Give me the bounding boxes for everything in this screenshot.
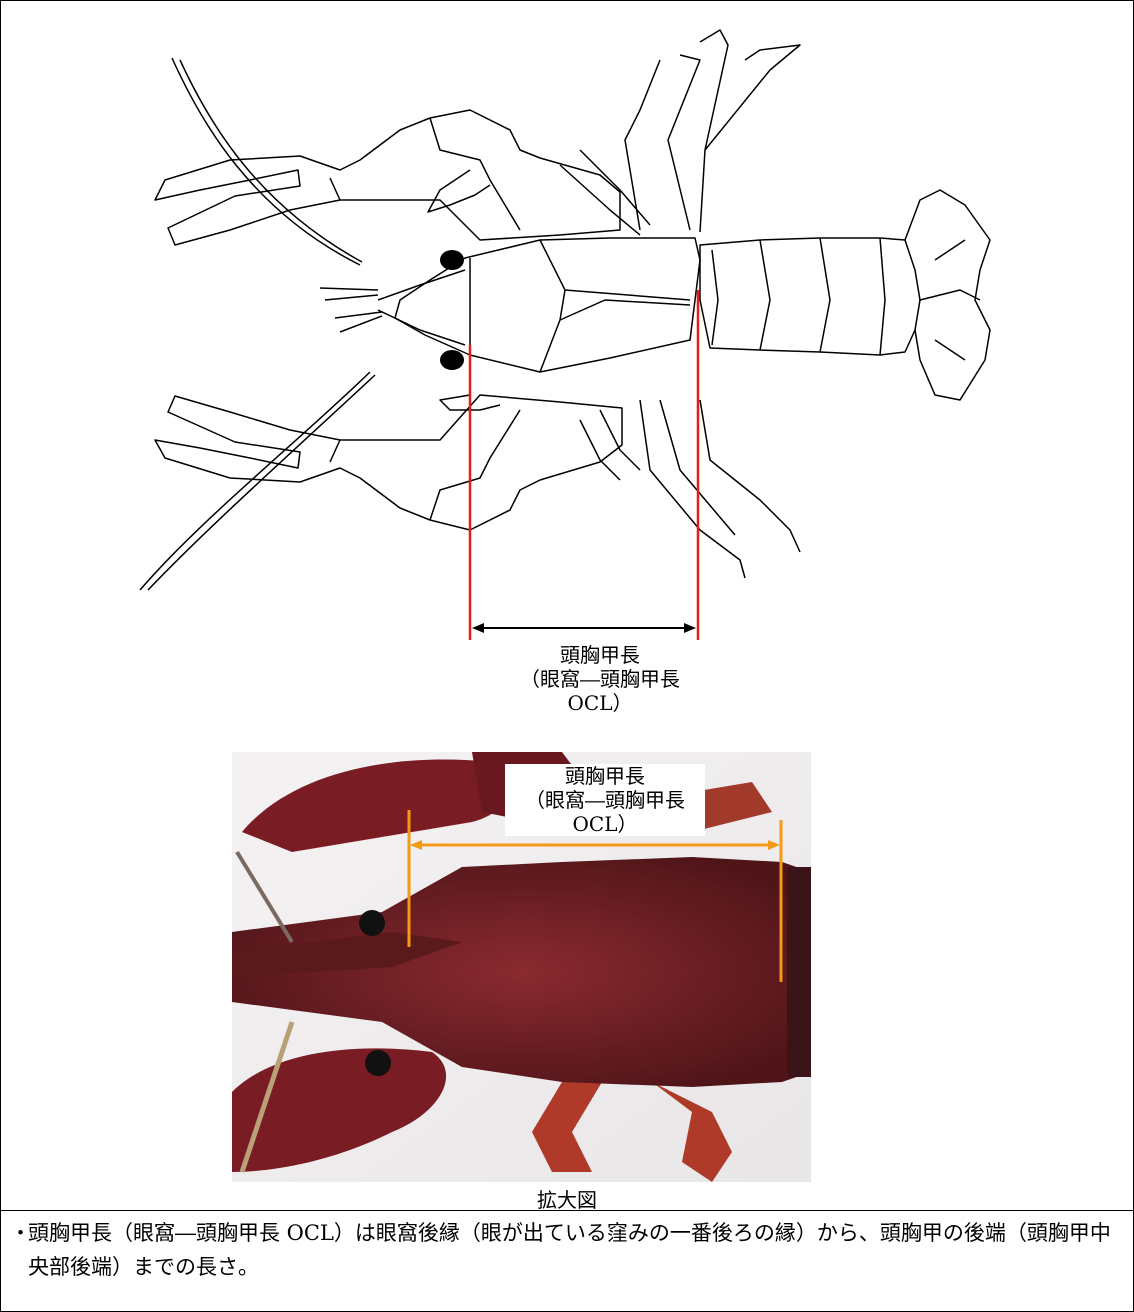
enlarged-view-caption: 拡大図 — [0, 1184, 1134, 1213]
eye-upper — [440, 250, 464, 270]
drawing-label-line-1: 頭胸甲長 — [500, 643, 700, 667]
photo-measure-label: 頭胸甲長 （眼窩―頭胸甲長 OCL） — [505, 764, 705, 836]
photo-label-line-3: OCL） — [505, 812, 705, 836]
note-text: 頭胸甲長（眼窩―頭胸甲長 OCL）は眼窩後縁（眼が出ている窪みの一番後ろの縁）か… — [28, 1216, 1120, 1284]
drawing-label-line-2: （眼窩―頭胸甲長 — [500, 667, 700, 691]
photo-label-line-2: （眼窩―頭胸甲長 — [505, 788, 705, 812]
drawing-measure-label: 頭胸甲長 （眼窩―頭胸甲長 OCL） — [500, 643, 700, 715]
measurement-note: ・ 頭胸甲長（眼窩―頭胸甲長 OCL）は眼窩後縁（眼が出ている窪みの一番後ろの縁… — [10, 1216, 1120, 1284]
eye-lower — [440, 350, 464, 370]
drawing-label-line-3: OCL） — [500, 691, 700, 715]
photo-label-line-1: 頭胸甲長 — [505, 764, 705, 788]
crayfish-line-drawing — [0, 0, 1134, 740]
note-bullet: ・ — [10, 1216, 31, 1250]
